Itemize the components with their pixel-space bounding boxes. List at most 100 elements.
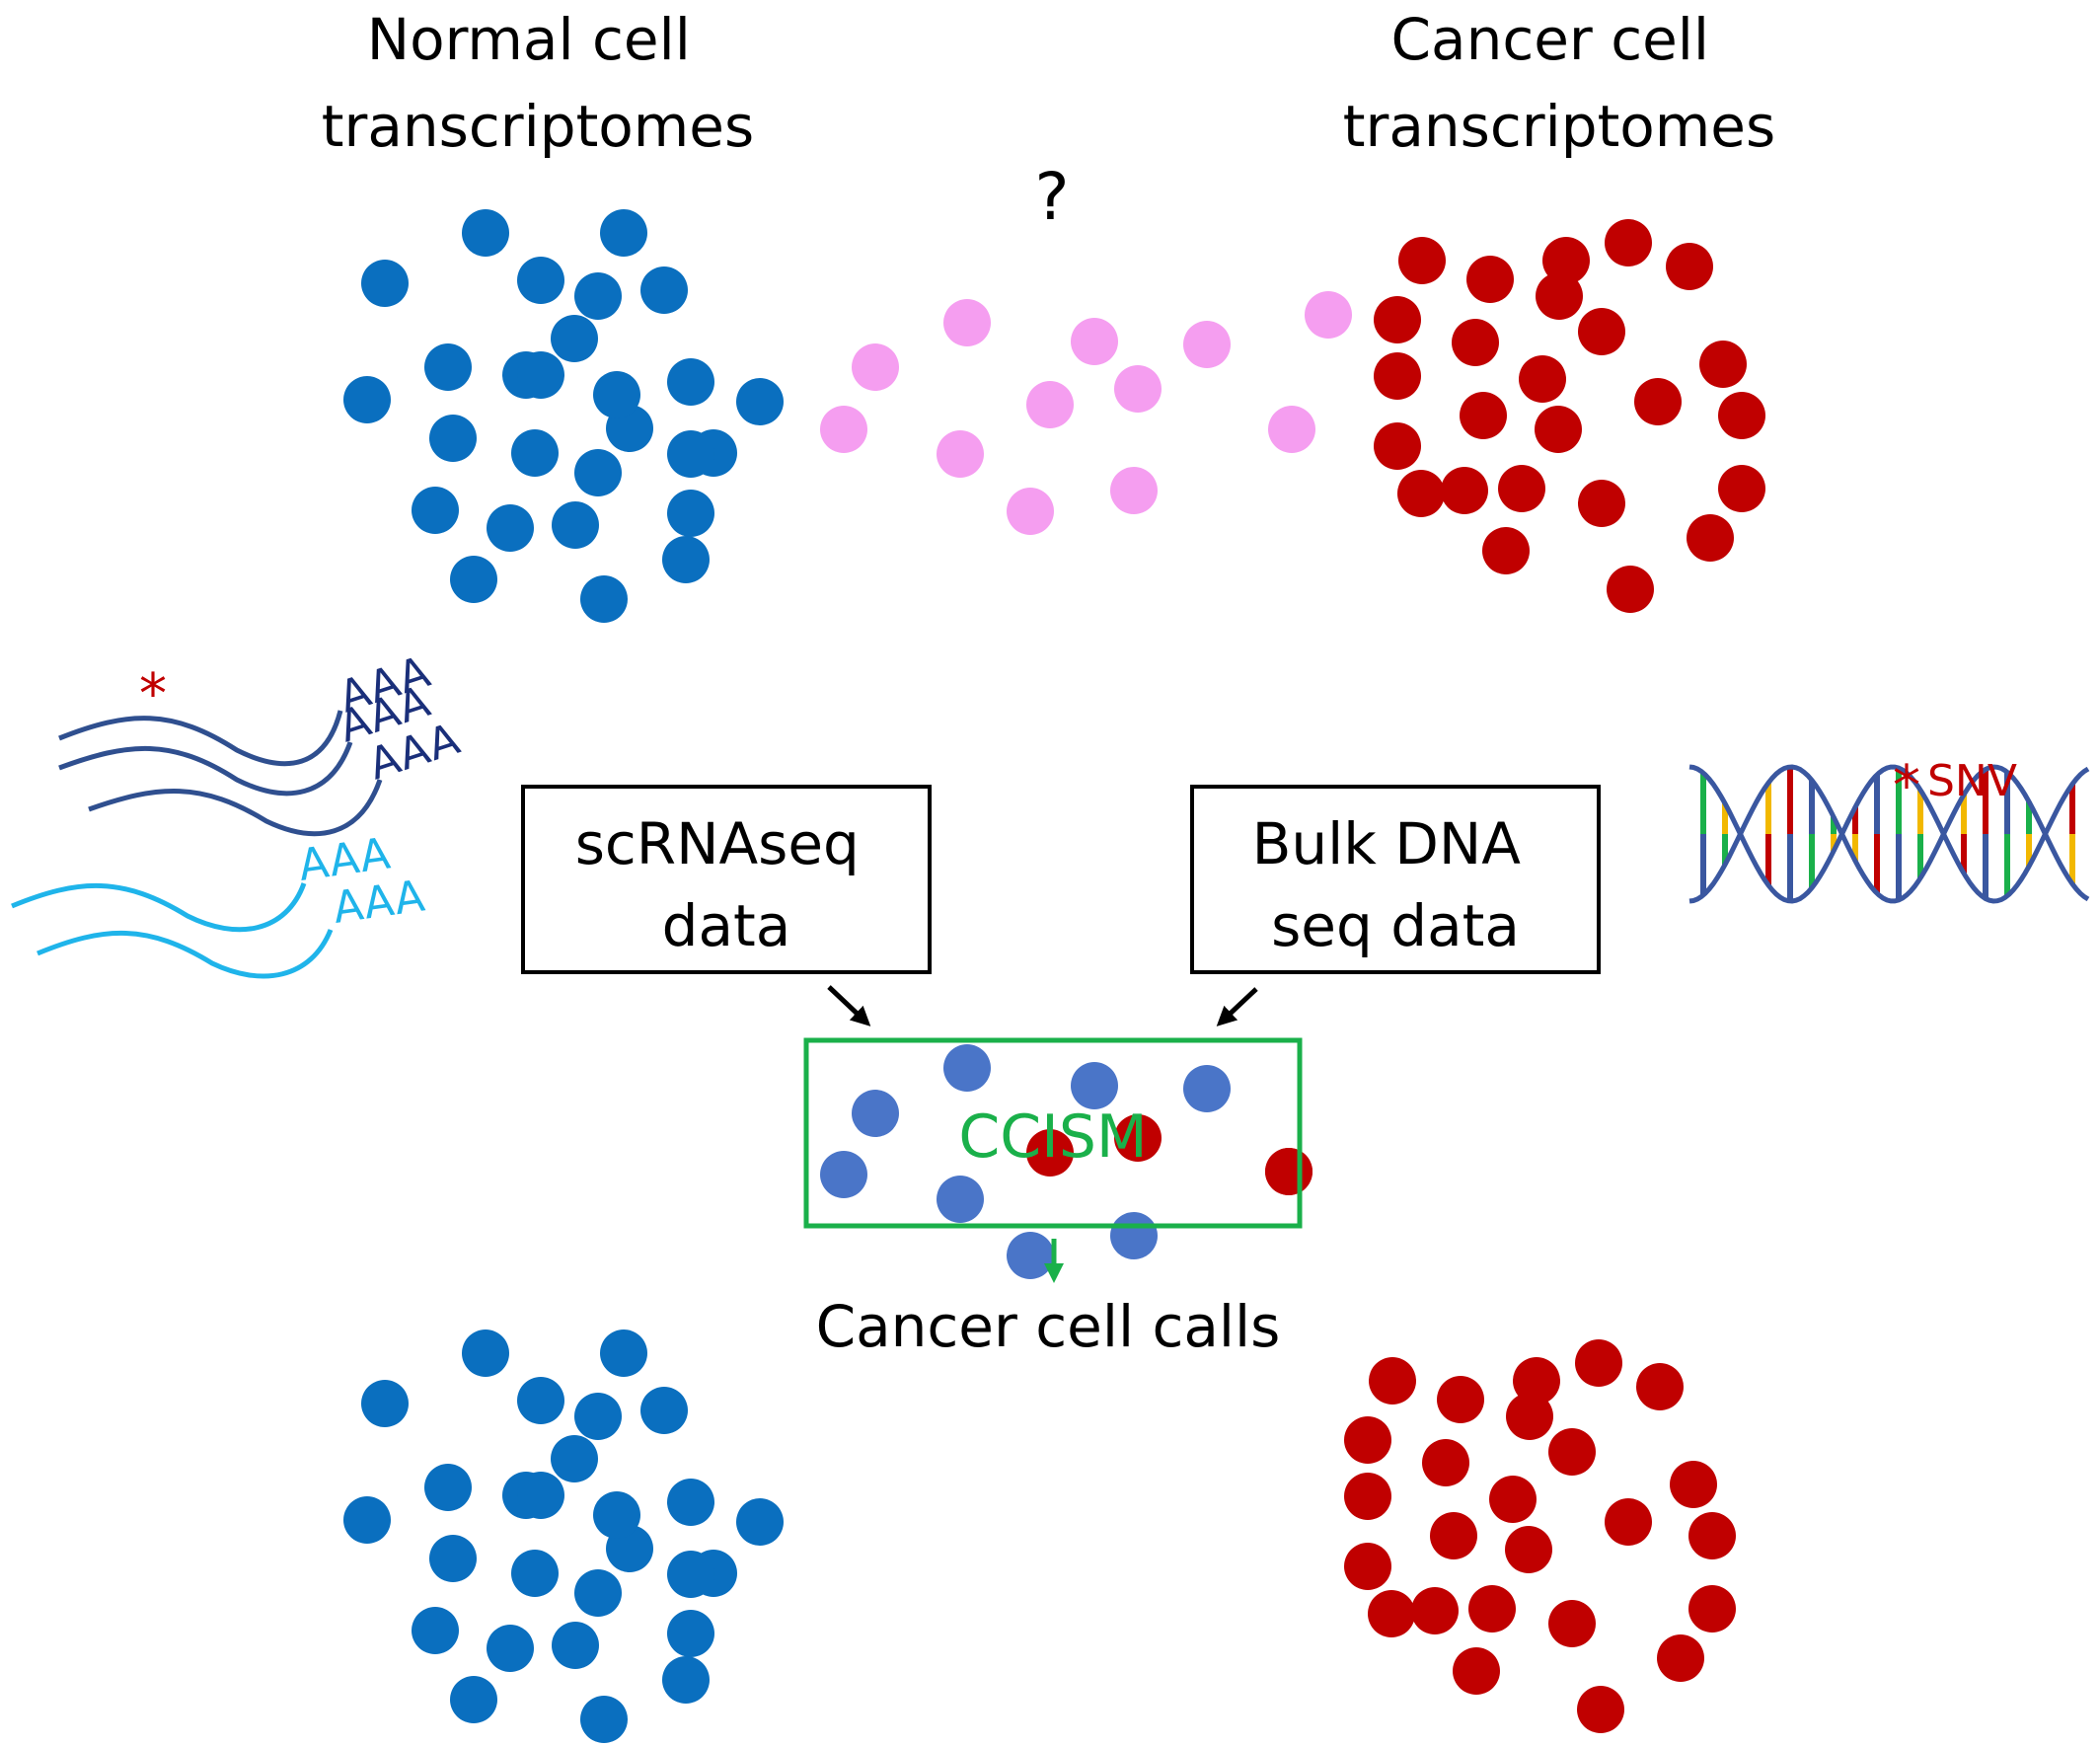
transcript-wave <box>11 882 307 933</box>
cell-dot <box>662 536 710 583</box>
dna-helix-illustration: * SNV <box>1688 754 2090 904</box>
scrna-box-line-1: scRNAseq <box>575 810 860 877</box>
scrna-box-line-2: data <box>662 892 791 959</box>
cell-dot <box>1718 465 1765 512</box>
normal-title: Normal cell transcriptomes <box>322 6 754 160</box>
cell-dot <box>1482 527 1530 574</box>
cell-dot <box>1688 1585 1736 1633</box>
cell-dot <box>361 1380 409 1427</box>
cell-dot <box>1441 467 1488 514</box>
cell-dot <box>1452 319 1499 366</box>
cell-dot <box>1687 514 1734 562</box>
cell-dot <box>1548 1600 1596 1647</box>
cell-dot <box>551 315 598 362</box>
ccism-label: CCISM <box>958 1102 1147 1172</box>
arrow-scrna-to-ccism <box>827 985 871 1026</box>
cell-dot <box>1110 1212 1158 1259</box>
cell-dot <box>487 504 534 552</box>
cell-dot <box>1183 321 1231 368</box>
cell-dot <box>1519 355 1566 403</box>
cell-dot <box>424 1464 472 1511</box>
cell-dot <box>1114 365 1162 413</box>
cell-dot <box>1498 465 1545 512</box>
cell-dot <box>1397 470 1445 517</box>
cell-dot <box>450 1676 497 1723</box>
cell-dot <box>343 1496 391 1544</box>
snv-asterisk: * <box>1893 754 1920 818</box>
polyA-tails-dark: AAA AAA AAA <box>334 646 466 790</box>
transcript-wave <box>37 929 334 979</box>
cell-dot <box>429 1535 477 1582</box>
cell-dot <box>667 1610 714 1657</box>
cell-dot <box>1636 1363 1684 1410</box>
dna-strand <box>1688 764 2090 904</box>
cell-dot <box>1265 1148 1312 1195</box>
cell-dot <box>429 415 477 462</box>
cell-dot <box>640 1387 688 1434</box>
cell-dot <box>1575 1339 1622 1387</box>
cell-dot <box>574 1393 622 1440</box>
cell-dot <box>574 1569 622 1617</box>
cell-dot <box>852 343 899 391</box>
cell-dot <box>1110 467 1158 514</box>
cell-dot <box>667 490 714 537</box>
cancer-title: Cancer cell transcriptomes <box>1343 6 1775 160</box>
cell-dot <box>667 358 714 406</box>
cell-dot <box>1026 381 1074 428</box>
scrna-box: scRNAseq data <box>521 785 932 974</box>
cell-dot <box>593 1491 640 1539</box>
cell-dot <box>462 1329 509 1377</box>
cell-dot <box>517 1377 564 1424</box>
cell-dot <box>1605 1498 1652 1546</box>
cell-dot <box>1718 392 1765 439</box>
cell-dot <box>580 575 628 623</box>
cell-dot <box>1688 1512 1736 1559</box>
cell-dot <box>1344 1473 1391 1520</box>
cell-dot <box>820 406 867 453</box>
cell-dot <box>736 1498 784 1546</box>
cell-dot <box>1368 1590 1415 1637</box>
scrna-box-label: scRNAseq data <box>575 810 878 959</box>
cell-dot <box>361 260 409 307</box>
cell-dot <box>1026 1129 1074 1177</box>
bulk-dna-box: Bulk DNA seq data <box>1190 785 1601 974</box>
cell-dot <box>1437 1376 1484 1423</box>
cell-dot <box>517 1472 564 1519</box>
cell-dot <box>1007 1232 1054 1279</box>
cancer-cells-bottom <box>1344 1339 1736 1733</box>
cell-dot <box>1071 1062 1118 1109</box>
cell-dot <box>1268 406 1315 453</box>
cell-dot <box>1411 1587 1459 1634</box>
cell-dot <box>1657 1634 1704 1682</box>
cell-dot <box>412 1607 459 1654</box>
cell-dot <box>1114 1114 1162 1162</box>
cell-dot <box>552 501 599 549</box>
cell-dot <box>517 351 564 399</box>
polyA-tails-light: AAA AAA <box>295 828 427 933</box>
cell-dot <box>600 209 647 257</box>
base-pairs <box>1700 767 2075 901</box>
arrow-bulk-to-ccism <box>1216 987 1258 1026</box>
cell-dot <box>662 1656 710 1704</box>
cell-dot <box>1374 422 1421 470</box>
cell-dot <box>1548 1428 1596 1476</box>
question-mark: ? <box>1034 159 1069 235</box>
scrna-box-border <box>521 785 932 974</box>
cell-dot <box>1699 341 1747 388</box>
cell-dot <box>1007 488 1054 535</box>
rna-transcripts-illustration: AAA AAA AAA AAA AAA * <box>11 646 466 979</box>
dna-strand <box>1688 764 2090 904</box>
ccism-box-border <box>803 1037 1303 1229</box>
cell-dot <box>820 1151 867 1198</box>
cell-dot <box>1505 1526 1552 1573</box>
normal-cells-bottom <box>343 1329 784 1743</box>
cell-dot <box>1666 243 1713 290</box>
cell-dot <box>600 1329 647 1377</box>
cell-dot <box>511 429 559 477</box>
cell-dot <box>1374 352 1421 400</box>
transcript-wave <box>58 710 343 767</box>
cell-dot <box>667 430 714 478</box>
cell-dot <box>1183 1065 1231 1112</box>
bulk-dna-box-label: Bulk DNA seq data <box>1252 810 1539 959</box>
